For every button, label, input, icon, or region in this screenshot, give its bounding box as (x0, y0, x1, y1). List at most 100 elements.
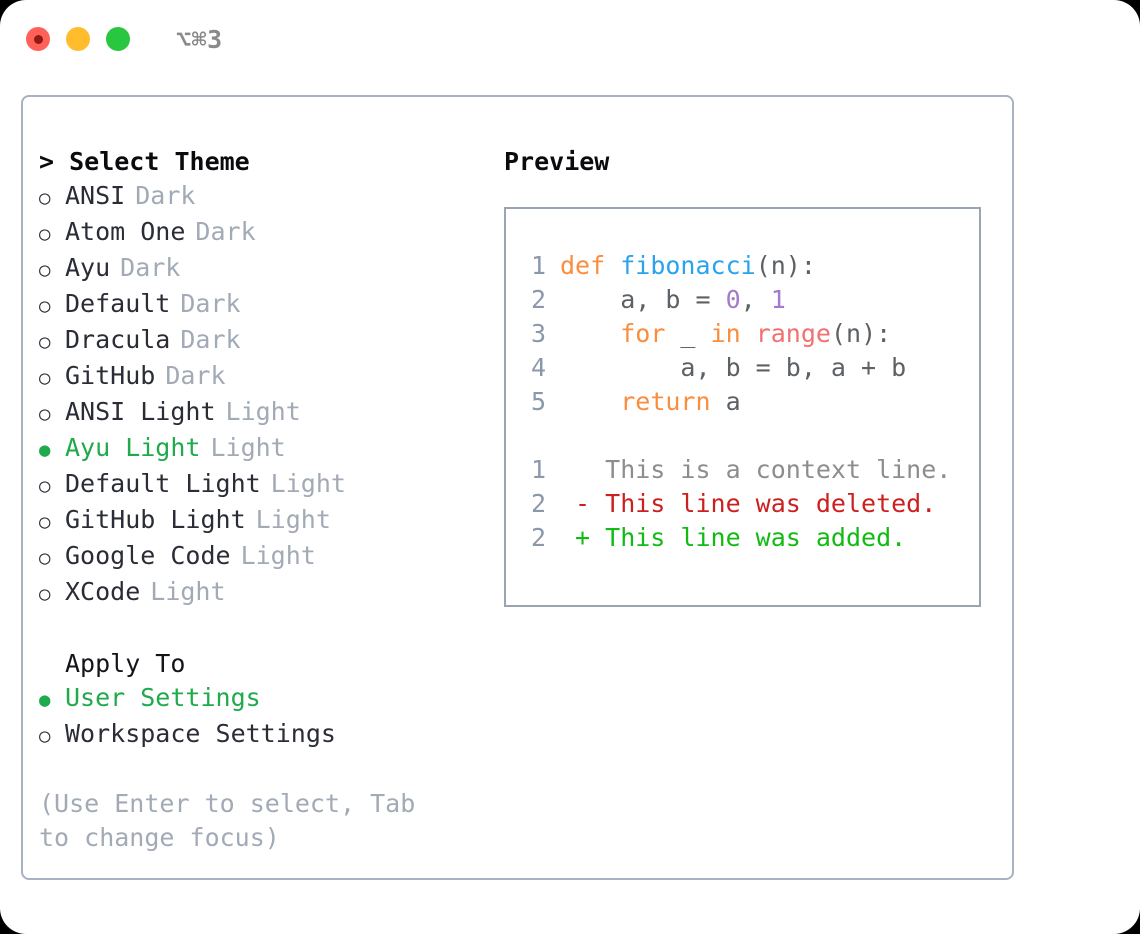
theme-option-label: Dracula (65, 325, 171, 354)
code-diff-spacer (524, 419, 979, 453)
theme-option-label: Ayu Light (65, 433, 201, 462)
line-number: 2 (530, 489, 546, 518)
code-token: This is a context line. (560, 455, 952, 484)
code-token: + This line was added. (560, 523, 907, 552)
theme-option-label: Default Light (65, 469, 261, 498)
theme-option-label: ANSI Light (65, 397, 216, 426)
radio-unselected-icon: ○ (39, 511, 51, 533)
theme-option-label: Ayu (65, 253, 111, 282)
theme-variant-badge: Light (270, 469, 346, 498)
line-content: a, b = 0, 1 (560, 283, 786, 317)
code-line: 5 return a (524, 385, 979, 419)
theme-variant-badge: Dark (120, 253, 181, 282)
code-token: a, b = b, a + b (560, 353, 907, 382)
radio-unselected-icon: ○ (39, 295, 51, 317)
diff-line: 2 + This line was added. (524, 521, 979, 555)
code-token: (n): (830, 319, 892, 348)
line-number: 4 (530, 353, 546, 382)
theme-option-ansi-light[interactable]: ○ ANSI Light Light (39, 395, 488, 431)
keyboard-hint-text: (Use Enter to select, Tab to change focu… (39, 789, 416, 852)
theme-option-ayu-light[interactable]: ● Ayu Light Light (39, 431, 488, 467)
code-token: a, b = (560, 285, 726, 314)
theme-option-label: Google Code (65, 541, 231, 570)
radio-unselected-icon: ○ (39, 187, 51, 209)
code-token (741, 319, 756, 348)
theme-variant-badge: Light (240, 541, 316, 570)
radio-unselected-icon: ○ (39, 331, 51, 353)
theme-option-ansi[interactable]: ○ ANSI Dark (39, 179, 488, 215)
theme-variant-badge: Dark (180, 289, 241, 318)
radio-unselected-icon: ○ (39, 403, 51, 425)
diff-line: 1 This is a context line. (524, 453, 979, 487)
code-token: - This line was deleted. (560, 489, 937, 518)
diff-sample: 1 This is a context line.2 - This line w… (524, 453, 979, 555)
radio-unselected-icon: ○ (39, 583, 51, 605)
apply-to-option-user-settings[interactable]: ●User Settings (39, 681, 488, 717)
code-token: 0 (725, 285, 741, 314)
minimize-button[interactable] (66, 27, 90, 51)
theme-option-label: GitHub (65, 361, 156, 390)
radio-unselected-icon: ○ (39, 725, 51, 747)
code-token: range (755, 319, 831, 348)
close-button[interactable] (26, 27, 50, 51)
title-bar: ⌥⌘3 (0, 0, 1140, 78)
apply-to-heading: Apply To (65, 649, 186, 678)
code-token: a (710, 387, 741, 416)
theme-option-google-code[interactable]: ○ Google Code Light (39, 539, 488, 575)
line-content: for _ in range(n): (560, 317, 891, 351)
line-content: + This line was added. (560, 521, 906, 555)
maximize-button[interactable] (106, 27, 130, 51)
line-content: def fibonacci(n): (560, 249, 816, 283)
radio-unselected-icon: ○ (39, 367, 51, 389)
code-token: for (620, 319, 666, 348)
theme-option-label: Default (65, 289, 171, 318)
apply-to-list: ●User Settings○Workspace Settings (39, 681, 488, 753)
line-number: 5 (530, 387, 546, 416)
code-line: 2 a, b = 0, 1 (524, 283, 979, 317)
theme-variant-badge: Dark (135, 181, 196, 210)
section-spacer (39, 611, 488, 647)
code-token: _ (665, 319, 711, 348)
theme-option-default[interactable]: ○ Default Dark (39, 287, 488, 323)
radio-unselected-icon: ○ (39, 223, 51, 245)
line-number: 2 (530, 523, 546, 552)
preview-heading: Preview (504, 147, 610, 176)
theme-option-label: XCode (65, 577, 141, 606)
radio-selected-icon: ● (39, 689, 51, 711)
theme-variant-badge: Light (225, 397, 301, 426)
theme-option-dracula[interactable]: ○ Dracula Dark (39, 323, 488, 359)
line-number: 3 (530, 319, 546, 348)
keyboard-shortcut-label: ⌥⌘3 (176, 24, 223, 54)
theme-variant-badge: Light (210, 433, 286, 462)
line-number: 2 (530, 285, 546, 314)
code-token (560, 319, 620, 348)
code-token: return (620, 387, 711, 416)
theme-option-label: GitHub Light (65, 505, 246, 534)
theme-option-label: ANSI (65, 181, 126, 210)
apply-to-option-workspace-settings[interactable]: ○Workspace Settings (39, 717, 488, 753)
code-token: 1 (770, 285, 786, 314)
radio-unselected-icon: ○ (39, 547, 51, 569)
line-number: 1 (530, 455, 546, 484)
radio-selected-icon: ● (39, 439, 51, 461)
code-token: , (740, 285, 771, 314)
theme-variant-badge: Dark (195, 217, 256, 246)
code-token: (n): (755, 251, 816, 280)
theme-variant-badge: Dark (180, 325, 241, 354)
window-controls (26, 27, 130, 51)
code-token: in (710, 319, 741, 348)
line-content: return a (560, 385, 741, 419)
